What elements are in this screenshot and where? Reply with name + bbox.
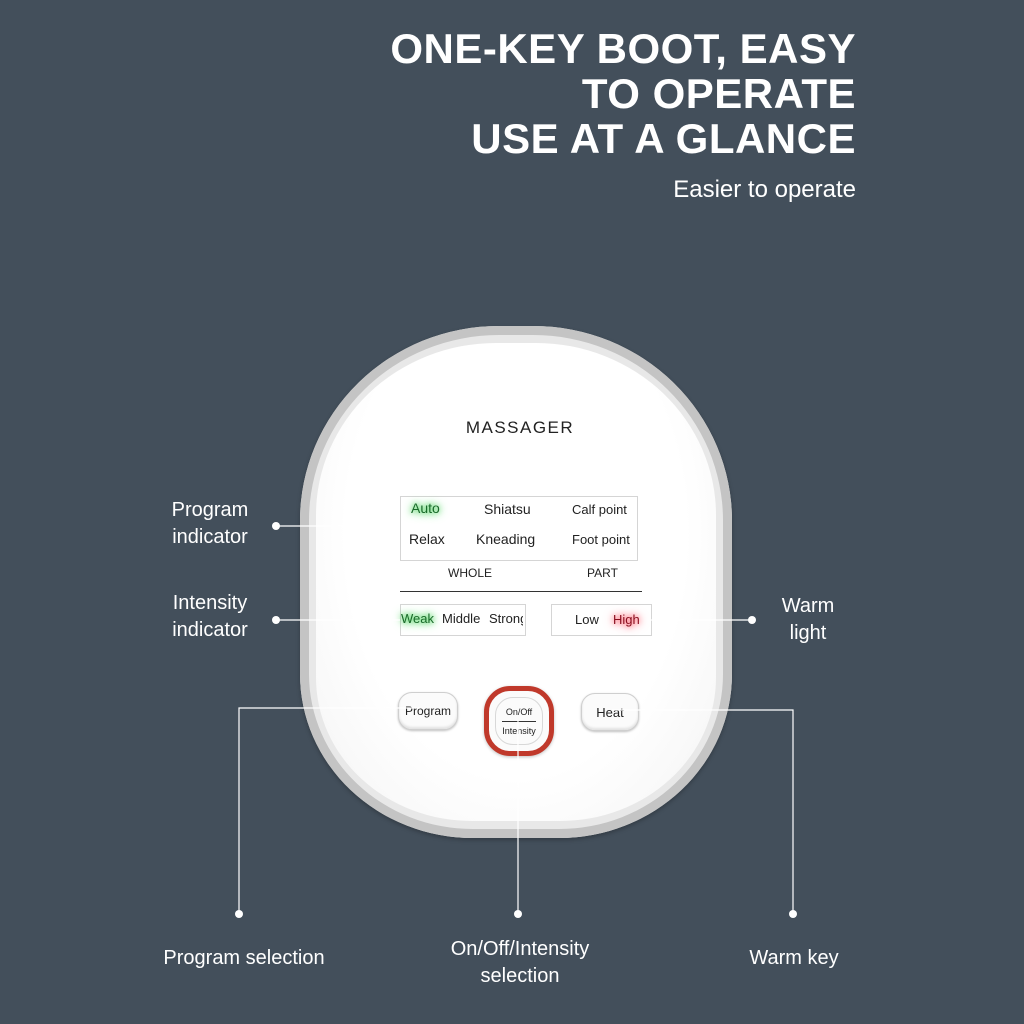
program-foot-point-indicator: Foot point — [572, 532, 630, 547]
program-relax-indicator: Relax — [409, 531, 445, 547]
program-calf-point-indicator: Calf point — [572, 502, 627, 517]
power-button-bottom-label: Intensity — [502, 725, 536, 736]
device-label: MASSAGER — [465, 418, 575, 437]
connector-program-selection — [238, 707, 420, 914]
callout-warm-light: Warm light — [781, 595, 835, 644]
callout-program-selection: Program selection — [163, 947, 325, 969]
callout-program-indicator: Program indicator — [171, 499, 249, 548]
callout-intensity-indicator: Intensity indicator — [172, 592, 248, 641]
connector-dot-program-indicator — [272, 522, 280, 530]
connector-dot-warm-light — [748, 616, 756, 624]
callout-onoff-selection: On/Off/Intensity selection — [450, 938, 590, 987]
intensity-indicator-panel — [400, 604, 526, 636]
subtitle: Easier to operate — [673, 176, 856, 203]
program-shiatsu-indicator: Shiatsu — [484, 501, 531, 517]
program-indicator-panel — [400, 496, 638, 561]
power-intensity-button[interactable]: On/Off Intensity — [484, 686, 554, 756]
intensity-strong-indicator: Strong — [489, 611, 523, 626]
heat-high-indicator: High — [613, 612, 640, 627]
power-button-top-label: On/Off — [505, 706, 533, 717]
callout-warm-key: Warm key — [749, 947, 839, 969]
connector-dot-onoff-selection — [514, 910, 522, 918]
heat-button-label: Heat — [596, 704, 624, 720]
headline-line-1: ONE-KEY BOOT, EASY — [390, 25, 856, 72]
section-divider — [400, 591, 642, 592]
section-part-label: PART — [587, 566, 618, 580]
intensity-middle-indicator: Middle — [442, 611, 481, 626]
power-button-divider — [502, 720, 536, 722]
heat-low-indicator: Low — [575, 612, 599, 627]
program-kneading-indicator: Kneading — [476, 531, 536, 547]
connector-dot-intensity-indicator — [272, 616, 280, 624]
connector-dot-warm-key — [789, 910, 797, 918]
intensity-weak-indicator: Weak — [401, 611, 434, 626]
headline-line-3: USE AT A GLANCE — [471, 115, 856, 162]
section-whole-label: WHOLE — [448, 566, 493, 580]
connector-dot-program-selection — [235, 910, 243, 918]
headline-line-2: TO OPERATE — [581, 70, 856, 117]
headline: ONE-KEY BOOT, EASY TO OPERATE USE AT A G… — [156, 26, 856, 161]
program-auto-indicator: Auto — [411, 500, 440, 516]
connector-warm-key — [612, 709, 794, 914]
heat-button[interactable]: Heat — [581, 693, 639, 731]
